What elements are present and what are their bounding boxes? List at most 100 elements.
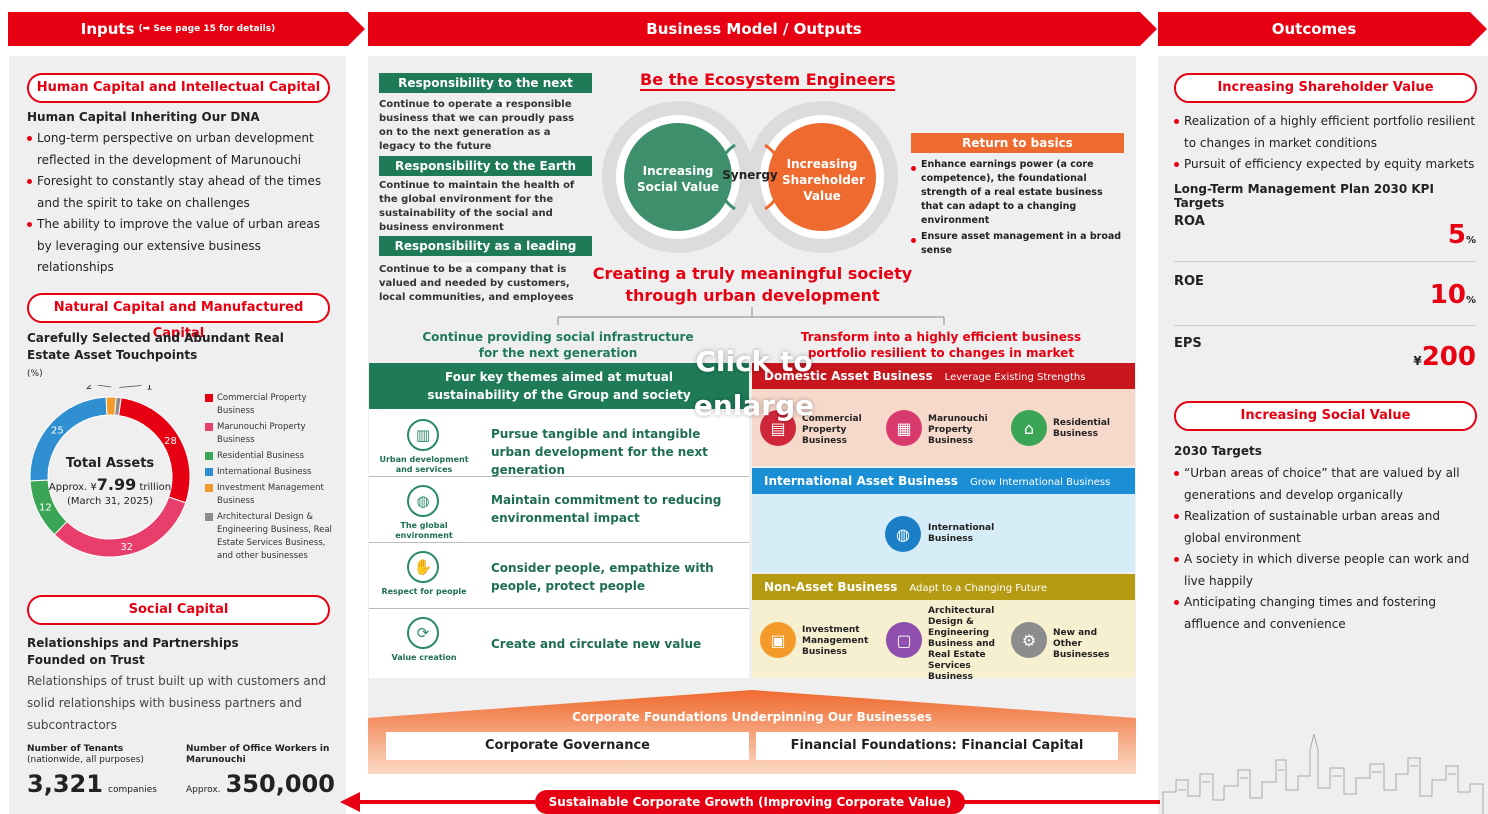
inputs-header: Inputs(➡ See page 15 for details) xyxy=(80,20,276,38)
nonasset-box xyxy=(752,600,1135,678)
header-arrows xyxy=(8,12,1487,46)
natural-capital-pill: Natural Capital and Manufactured Capital xyxy=(27,293,330,341)
kpi-roa: ROA 5% xyxy=(1174,204,1476,262)
left-branch-text: Continue providing social infrastructure… xyxy=(422,330,694,360)
social-capital-pill: Social Capital xyxy=(27,595,330,625)
resp-title-3: Responsibility as a leading company xyxy=(379,236,592,273)
theme-row: ◍ The global environment Maintain commit… xyxy=(369,477,749,543)
donut-slice xyxy=(114,396,122,417)
legend-label: Residential Business xyxy=(217,451,305,461)
legend-item: International Business xyxy=(205,466,335,479)
list-item: Long-term perspective on urban developme… xyxy=(27,128,327,171)
human-capital-pill: Human Capital and Intellectual Capital xyxy=(27,73,330,103)
gear-shareholder-value: Increasing Shareholder Value xyxy=(782,157,865,203)
chart-icon: ▣ xyxy=(760,622,796,658)
building-icon: ▤ xyxy=(760,410,796,446)
social-text: Relationships of trust built up with cus… xyxy=(27,674,326,732)
natural-heading: Carefully Selected and Abundant Real Est… xyxy=(27,331,284,362)
cycle-icon: ⟳ xyxy=(407,617,439,649)
theme-row: ⟳ Value creation Create and circulate ne… xyxy=(369,609,749,675)
theme-row: ▥ Urban development and services Pursue … xyxy=(369,411,749,477)
donut-value-label: 2 xyxy=(86,385,92,392)
foundations-title: Corporate Foundations Underpinning Our B… xyxy=(572,710,932,724)
donut-value-label: 1 xyxy=(146,385,152,393)
donut-value-label: 25 xyxy=(51,425,64,436)
legend-swatch xyxy=(205,468,213,476)
donut-center: Total Assets Approx. ¥7.99 trillion (Mar… xyxy=(45,456,175,507)
international-box xyxy=(752,494,1135,572)
social-heading: Relationships and Partnerships Founded o… xyxy=(27,636,239,667)
globe-icon: ◍ xyxy=(885,516,921,552)
city-skyline-illustration xyxy=(1162,733,1484,814)
donut-title: Total Assets xyxy=(65,456,155,471)
list-item: “Urban areas of choice” that are valued … xyxy=(1174,463,1474,506)
biz-label: International Business xyxy=(928,523,995,544)
legend-swatch xyxy=(205,452,213,460)
resp-text-2: Continue to maintain the health of the g… xyxy=(379,180,575,233)
click-to-enlarge-overlay[interactable]: Click to enlarge xyxy=(693,345,815,422)
branch-lines xyxy=(557,307,945,325)
kpi-roe: ROE 10% xyxy=(1174,266,1476,326)
legend-item: Residential Business xyxy=(205,450,335,463)
theme-row: ✋ Respect for people Consider people, em… xyxy=(369,543,749,609)
donut-value-label: 12 xyxy=(39,502,52,513)
list-item: Ensure asset management in a broad sense xyxy=(911,230,1124,258)
outcomes-panel xyxy=(1158,56,1488,814)
ecosystem-title: Be the Ecosystem Engineers xyxy=(640,70,896,91)
biz-label: Commercial Property Business xyxy=(802,414,862,446)
list-item: The ability to improve the value of urba… xyxy=(27,214,327,279)
growth-arrow xyxy=(340,790,1160,814)
donut-value-label: 28 xyxy=(164,436,177,447)
resp-text-1: Continue to operate a responsible busine… xyxy=(379,99,575,152)
resp-title-1: Responsibility to the next generation xyxy=(379,73,592,110)
legend-label: Architectural Design & Engineering Busin… xyxy=(217,512,332,561)
legend-swatch xyxy=(205,423,213,431)
corporate-governance-box: Corporate Governance xyxy=(386,732,749,760)
legend-item: Commercial Property Business xyxy=(205,392,335,418)
total-assets-donut: 28 32 12 25 2 1 xyxy=(29,385,191,558)
social-value-pill: Increasing Social Value xyxy=(1174,401,1477,431)
resp-title-2: Responsibility to the Earth xyxy=(379,156,592,176)
list-item: Pursuit of efficiency expected by equity… xyxy=(1174,154,1476,176)
globe-icon: ◍ xyxy=(407,485,439,517)
legend-swatch xyxy=(205,513,213,521)
unit-label: (%) xyxy=(27,369,43,379)
list-item: Anticipating changing times and fosterin… xyxy=(1174,592,1474,635)
gear-icon: ⚙ xyxy=(1011,622,1047,658)
donut-leader-line xyxy=(97,385,112,388)
monitor-icon: ▢ xyxy=(886,622,922,658)
kpi-title: Long-Term Management Plan 2030 KPI Targe… xyxy=(1174,182,1434,210)
legend-item: Architectural Design & Engineering Busin… xyxy=(205,511,335,563)
workers-stat: Number of Office Workers in Marunouchi A… xyxy=(186,744,335,798)
resp-text-3: Continue to be a company that is valued … xyxy=(379,264,574,303)
shareholder-value-pill: Increasing Shareholder Value xyxy=(1174,73,1477,103)
legend-item: Investment Management Business xyxy=(205,482,335,508)
donut-date: (March 31, 2025) xyxy=(67,496,153,507)
donut-value-label: 32 xyxy=(120,542,133,553)
human-bullets: Long-term perspective on urban developme… xyxy=(27,128,327,279)
legend-label: International Business xyxy=(217,467,312,477)
donut-leader-line xyxy=(119,385,142,388)
shareholder-bullets: Realization of a highly efficient portfo… xyxy=(1174,111,1476,176)
legend-swatch xyxy=(205,484,213,492)
biz-label: Architectural Design & Engineering Busin… xyxy=(928,606,995,682)
list-item: Realization of sustainable urban areas a… xyxy=(1174,506,1474,549)
outcomes-header: Outcomes xyxy=(1271,20,1357,38)
legend-item: Marunouchi Property Business xyxy=(205,421,335,447)
growth-label: Sustainable Corporate Growth (Improving … xyxy=(548,795,952,809)
society-statement: Creating a truly meaningful society thro… xyxy=(592,264,913,305)
kpi-eps: EPS ¥200 xyxy=(1174,336,1476,372)
biz-label: Marunouchi Property Business xyxy=(928,414,988,446)
donut-value-line: Approx. ¥7.99 trillion xyxy=(48,475,172,494)
basics-title: Return to basics xyxy=(911,133,1124,153)
biz-label: Investment Management Business xyxy=(802,625,869,657)
domestic-box xyxy=(752,389,1135,466)
list-item: Realization of a highly efficient portfo… xyxy=(1174,111,1476,154)
synergy-gears xyxy=(602,101,898,253)
list-item: Foresight to constantly stay ahead of th… xyxy=(27,171,327,214)
human-heading: Human Capital Inheriting Our DNA xyxy=(27,110,260,124)
